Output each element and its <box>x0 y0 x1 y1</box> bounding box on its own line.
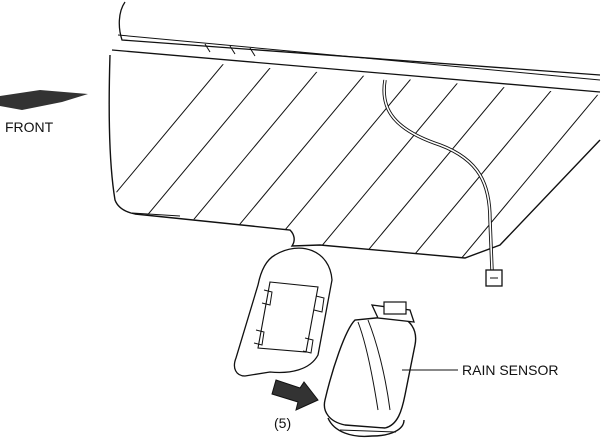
windshield <box>108 1 601 287</box>
sensor-bracket <box>233 247 333 377</box>
removal-arrow-icon <box>271 379 319 411</box>
front-arrow-icon <box>0 90 88 110</box>
rain-sensor-label: RAIN SENSOR <box>462 362 558 378</box>
front-label: FRONT <box>5 119 54 135</box>
rain-sensor <box>323 301 417 438</box>
step-label: (5) <box>274 415 291 431</box>
